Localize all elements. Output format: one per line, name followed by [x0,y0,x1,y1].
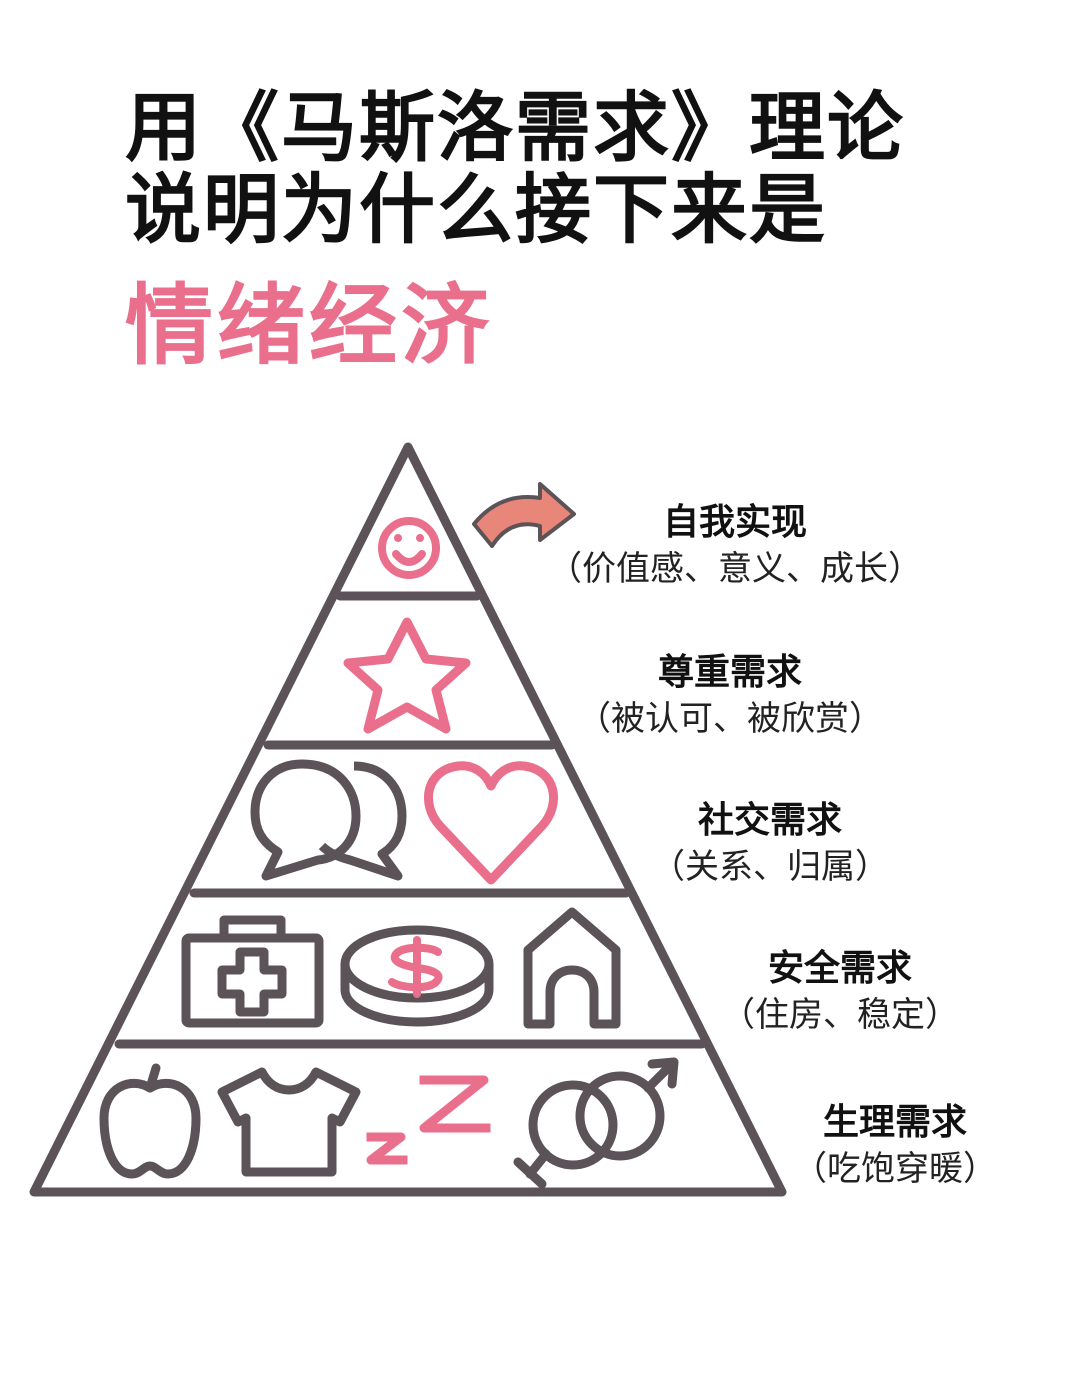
pyramid-outline [29,442,787,1197]
tshirt-icon [217,1067,361,1177]
level-title: 安全需求 [767,948,912,989]
curved-arrow-icon [472,482,576,548]
apple-icon [99,1063,201,1179]
gender-symbols-icon [513,1057,679,1189]
star-icon [343,617,471,734]
highlight-title: 情绪经济 [125,274,494,377]
level-label-physiological: 生理需求 （吃饱穿暖） [770,1100,1020,1192]
level-subtitle: （住房、稳定） [721,995,959,1035]
level-label-esteem: 尊重需求 （被认可、被欣赏） [530,650,930,742]
dollar-sign [388,936,443,998]
level-label-safety: 安全需求 （住房、稳定） [690,946,990,1038]
level-title: 生理需求 [822,1102,967,1143]
first-aid-kit-icon [181,915,324,1028]
house-icon [523,907,621,1029]
level-title: 自我实现 [662,502,807,543]
heart-icon [423,761,559,885]
level-title: 尊重需求 [657,652,802,693]
title-line-2: 说明为什么接下来是 [125,165,827,254]
sleep-zz-icon [366,1075,491,1165]
level-subtitle: （价值感、意义、成长） [548,549,922,589]
level-subtitle: （关系、归属） [651,847,889,887]
title-line-1: 用《马斯洛需求》理论 [125,83,905,172]
level-title: 社交需求 [697,800,842,841]
pyramid-structure [29,442,787,1197]
speech-bubbles-icon [250,759,407,881]
smiley-face-icon [378,517,440,579]
level-subtitle: （吃饱穿暖） [793,1149,997,1189]
level-label-social: 社交需求 （关系、归属） [620,798,920,890]
level-subtitle: （被认可、被欣赏） [577,699,883,739]
level-label-self-actualization: 自我实现 （价值感、意义、成长） [520,500,950,592]
